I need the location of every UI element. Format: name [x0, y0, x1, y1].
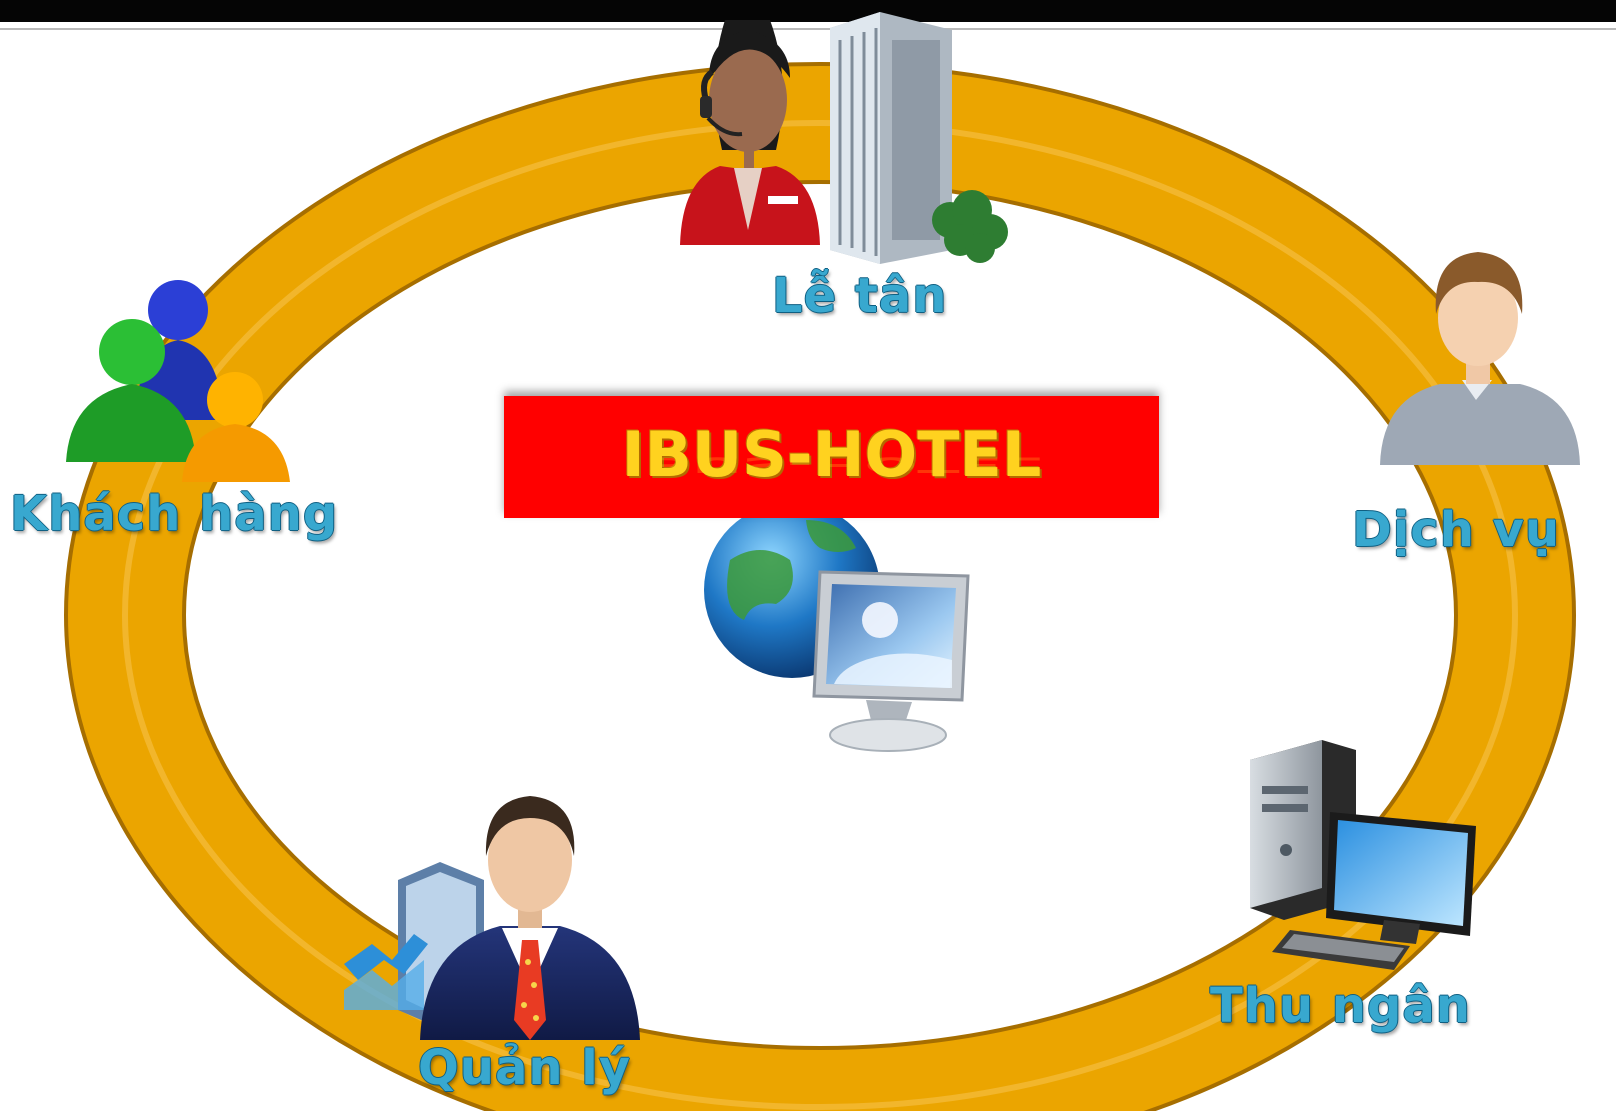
- receptionist-headset-icon: [680, 20, 820, 245]
- title-banner: IBUS-HOTEL IBUS-HOTEL: [504, 396, 1159, 518]
- manager-chart-icon: [344, 796, 640, 1040]
- node-label-quan-ly: Quản lý: [418, 1040, 631, 1096]
- top-bar: [0, 0, 1616, 22]
- globe-monitor-icon: [704, 502, 970, 752]
- node-label-dich-vu: Dịch vụ: [1352, 502, 1561, 558]
- app-title-reflection: IBUS-HOTEL: [621, 452, 1042, 478]
- desktop-computer-icon: [1250, 740, 1476, 970]
- node-label-le-tan: Lễ tân: [772, 268, 948, 324]
- app-title: IBUS-HOTEL: [621, 418, 1042, 491]
- service-staff-icon: [1380, 252, 1580, 465]
- node-label-khach-hang: Khách hàng: [10, 486, 339, 542]
- process-ring: [64, 62, 1576, 1111]
- customer-group-icon: [66, 280, 290, 482]
- top-divider: [0, 28, 1616, 30]
- node-label-thu-ngan: Thu ngân: [1210, 978, 1471, 1034]
- hotel-building-icon: [830, 12, 1008, 264]
